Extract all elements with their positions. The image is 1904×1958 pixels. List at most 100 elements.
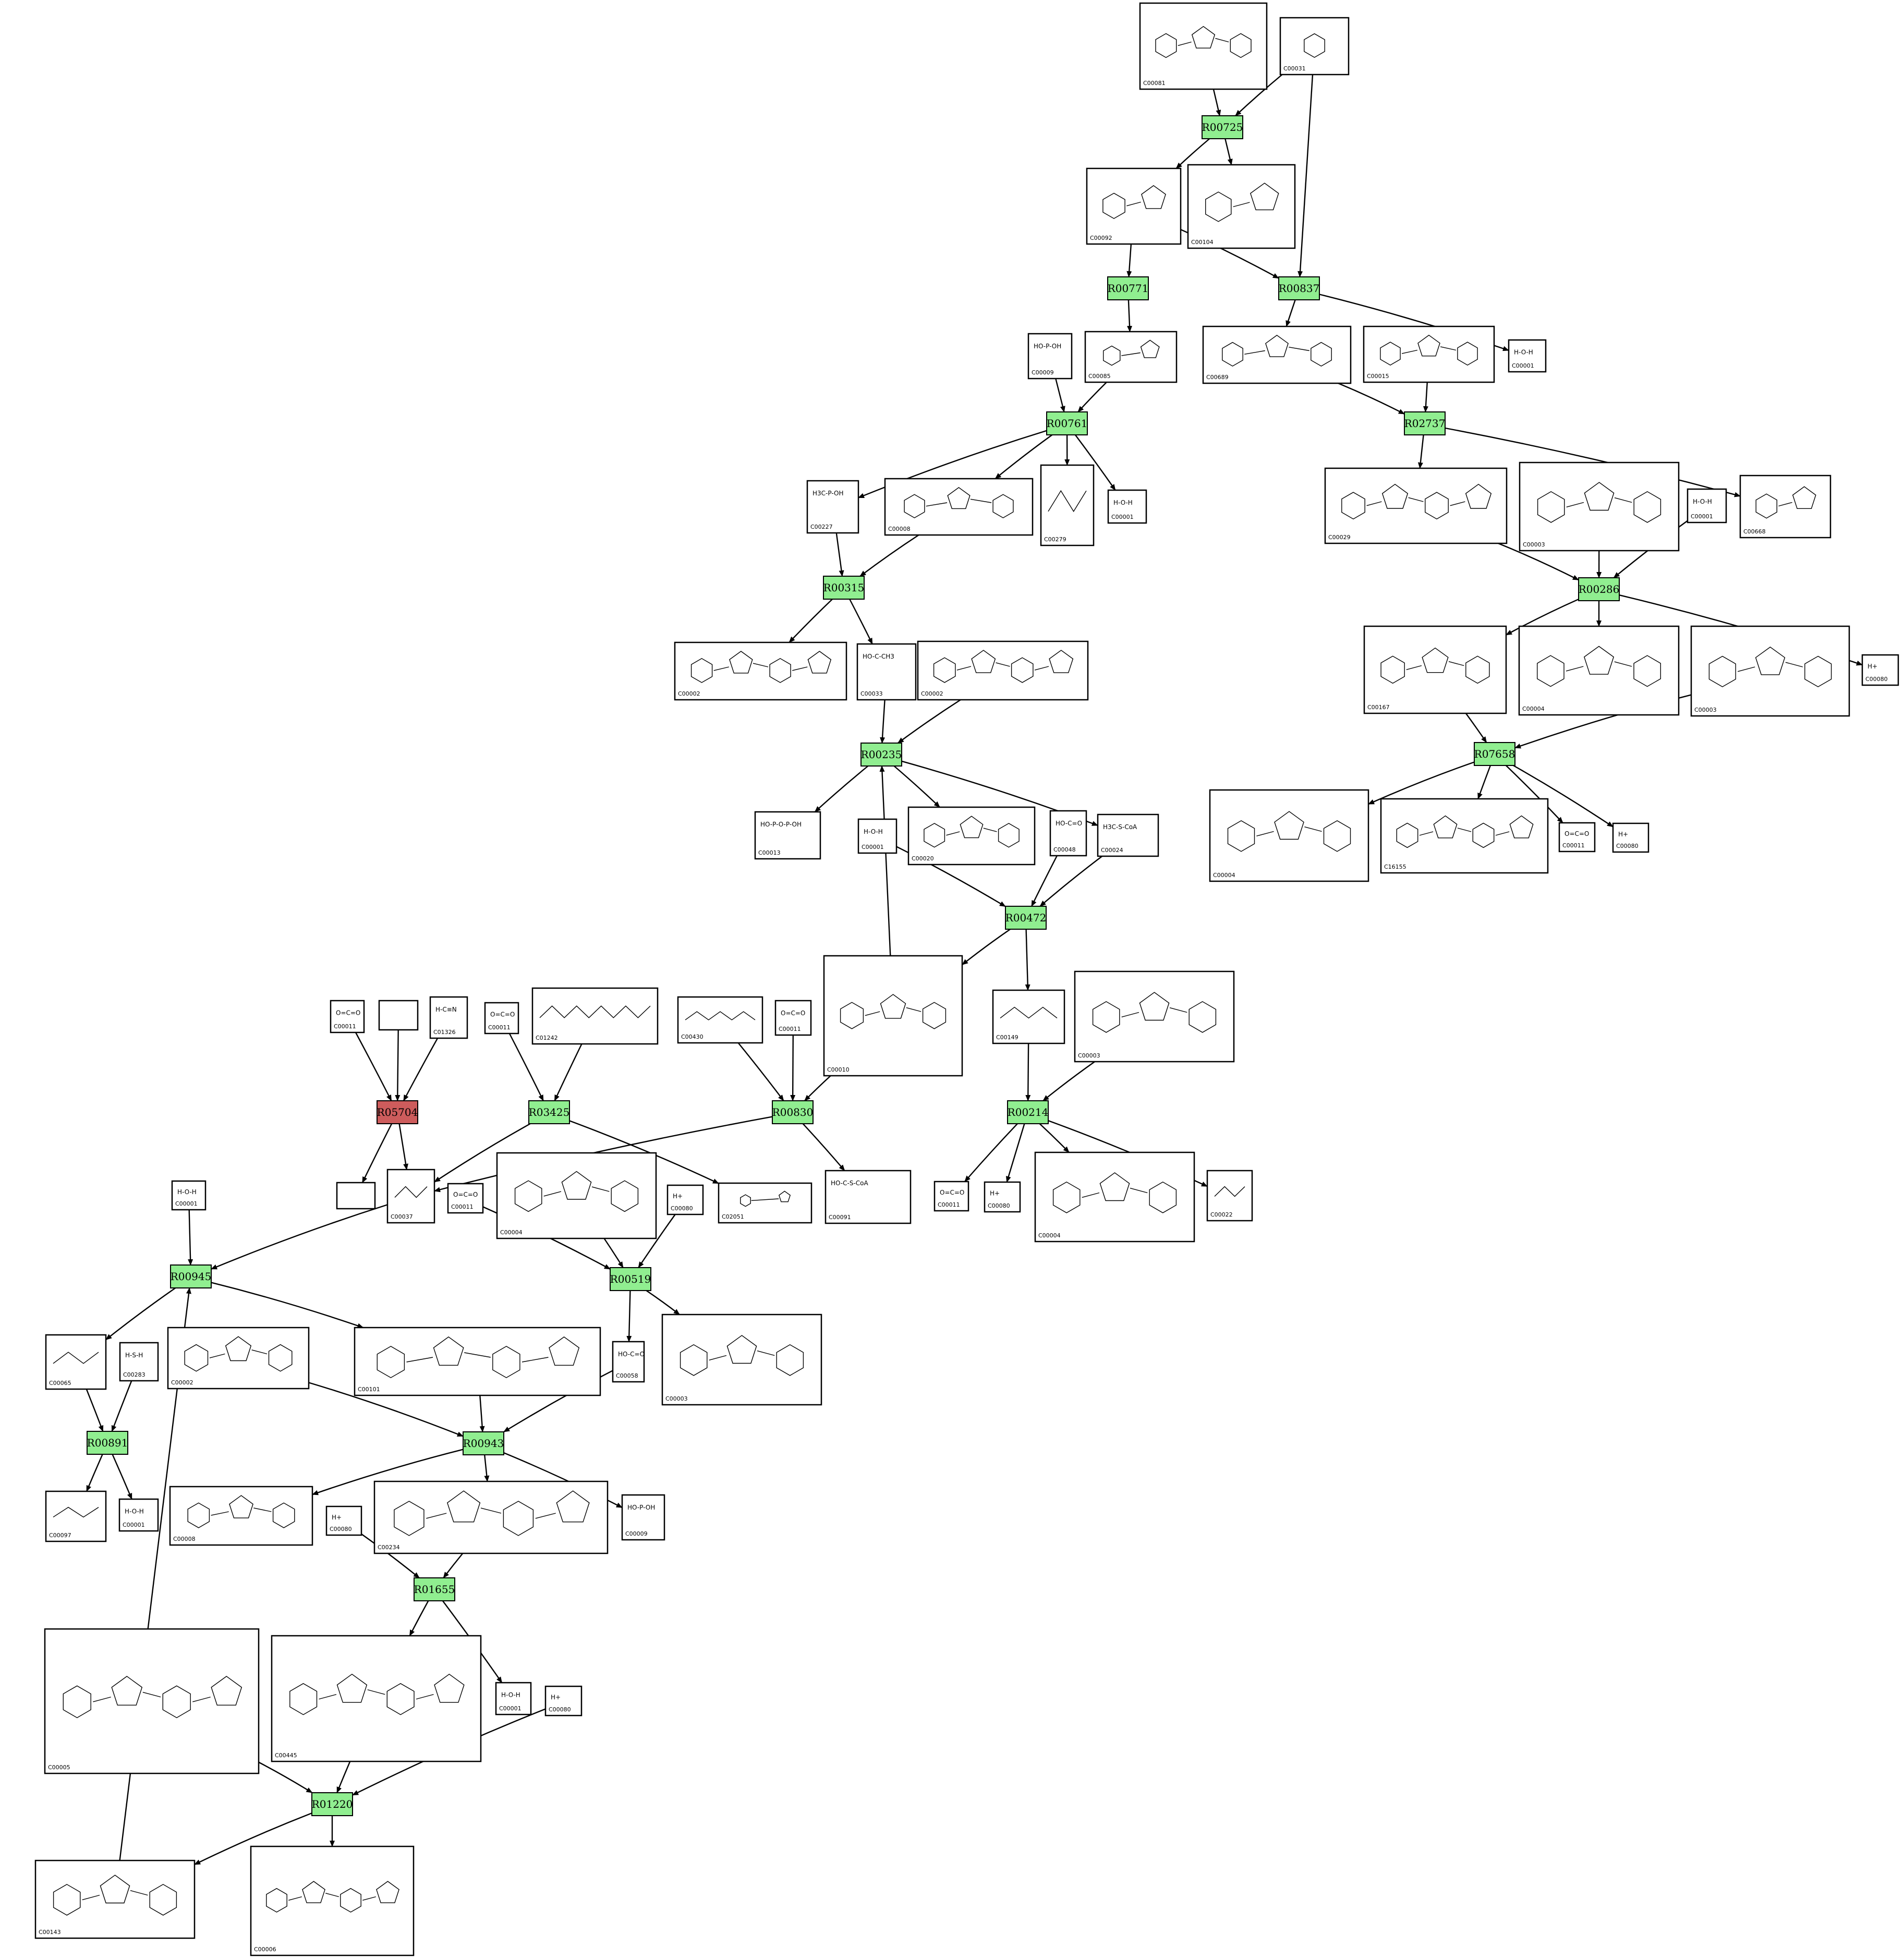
reaction-box[interactable] (860, 743, 902, 767)
reaction-box[interactable] (1005, 906, 1047, 930)
compound-node[interactable]: C00020 (907, 806, 1036, 866)
compound-node[interactable]: C00003 (661, 1314, 822, 1406)
compound-node[interactable]: C00234 (373, 1480, 609, 1554)
compound-node[interactable]: C00005 (44, 1628, 260, 1774)
compound-node[interactable]: C00008 (169, 1486, 313, 1546)
compound-node[interactable]: C00003 (1690, 625, 1850, 717)
compound-node[interactable]: C16155 (1380, 798, 1549, 874)
compound-node[interactable]: C02051 (718, 1182, 812, 1224)
compound-node[interactable] (336, 1182, 376, 1210)
reaction-box[interactable] (823, 576, 865, 600)
reaction-box[interactable] (377, 1100, 418, 1124)
compound-node[interactable]: C00008 (884, 478, 1034, 536)
compound-node[interactable]: C00002 (167, 1327, 310, 1390)
compound-node[interactable]: H+C00080 (666, 1184, 704, 1215)
compound-node[interactable]: C00279 (1040, 464, 1095, 546)
reaction-R00945[interactable]: R00945 (170, 1264, 212, 1288)
compound-node[interactable]: C00149 (992, 989, 1065, 1044)
reaction-box[interactable] (1046, 411, 1088, 435)
compound-node[interactable]: H+C00080 (325, 1505, 362, 1536)
compound-node[interactable]: C00101 (354, 1327, 601, 1396)
reaction-R02737[interactable]: R02737 (1404, 411, 1446, 435)
compound-node[interactable]: H+C00080 (1861, 654, 1899, 686)
compound-node[interactable]: C00085 (1084, 331, 1178, 383)
reaction-R01220[interactable]: R01220 (311, 1792, 353, 1816)
compound-node[interactable]: H+C00080 (984, 1181, 1021, 1213)
reaction-R00771[interactable]: R00771 (1107, 276, 1149, 300)
reaction-R00830[interactable]: R00830 (772, 1100, 814, 1124)
compound-node[interactable]: C00004 (1209, 789, 1369, 882)
compound-node[interactable]: C00092 (1086, 167, 1182, 245)
reaction-R03425[interactable]: R03425 (528, 1100, 570, 1124)
reaction-R00761[interactable]: R00761 (1046, 411, 1088, 435)
reaction-R00837[interactable]: R00837 (1278, 276, 1320, 300)
reaction-R07658[interactable]: R07658 (1474, 742, 1515, 766)
compound-node[interactable]: C00010 (823, 955, 963, 1077)
compound-node[interactable] (378, 1000, 419, 1031)
compound-node[interactable]: C00029 (1324, 467, 1508, 544)
reaction-R00286[interactable]: R00286 (1578, 577, 1620, 601)
compound-node[interactable]: C00003 (1074, 970, 1235, 1063)
compound-node[interactable]: C00668 (1739, 475, 1832, 539)
compound-node[interactable]: C00037 (386, 1169, 435, 1224)
reaction-R05704[interactable]: R05704 (377, 1100, 418, 1124)
compound-node[interactable]: C00445 (271, 1635, 482, 1762)
reaction-R01655[interactable]: R01655 (414, 1577, 455, 1601)
reaction-box[interactable] (1007, 1100, 1049, 1124)
compound-node[interactable]: C00065 (45, 1334, 107, 1390)
reaction-box[interactable] (1474, 742, 1515, 766)
reaction-box[interactable] (1278, 276, 1320, 300)
reaction-R00235[interactable]: R00235 (860, 743, 902, 767)
reaction-R00725[interactable]: R00725 (1202, 115, 1243, 139)
reaction-box[interactable] (87, 1431, 128, 1455)
reaction-box[interactable] (610, 1267, 651, 1291)
compound-node[interactable]: C00015 (1363, 325, 1495, 383)
reaction-box[interactable] (414, 1577, 455, 1601)
reaction-R00943[interactable]: R00943 (463, 1431, 504, 1455)
compound-node[interactable]: C00097 (45, 1490, 107, 1542)
compound-node[interactable]: C00002 (674, 641, 847, 701)
reaction-R00214[interactable]: R00214 (1007, 1100, 1049, 1124)
reaction-R00472[interactable]: R00472 (1005, 906, 1047, 930)
compound-node[interactable]: H+C00080 (1612, 822, 1650, 853)
compound-node[interactable]: C00104 (1187, 164, 1296, 249)
compound-node[interactable]: C00143 (34, 1859, 196, 1939)
reaction-box[interactable] (1107, 276, 1149, 300)
compound-node[interactable]: C00003 (1519, 461, 1680, 552)
compound-node[interactable]: C00167 (1363, 625, 1507, 714)
reaction-box[interactable] (528, 1100, 570, 1124)
compound-node[interactable]: C00006 (250, 1845, 415, 1956)
compound-node[interactable]: C00004 (1518, 625, 1680, 716)
reaction-box[interactable] (311, 1792, 353, 1816)
reaction-box[interactable] (1202, 115, 1243, 139)
compound-node[interactable]: C00031 (1279, 17, 1350, 76)
reaction-R00519[interactable]: R00519 (610, 1267, 651, 1291)
reaction-box[interactable] (1404, 411, 1446, 435)
reaction-R00891[interactable]: R00891 (87, 1431, 128, 1455)
compound-node[interactable]: C00430 (677, 996, 763, 1044)
compound-node[interactable]: C00004 (1034, 1151, 1195, 1243)
reaction-box[interactable] (1578, 577, 1620, 601)
compound-node[interactable]: C01242 (531, 987, 659, 1045)
